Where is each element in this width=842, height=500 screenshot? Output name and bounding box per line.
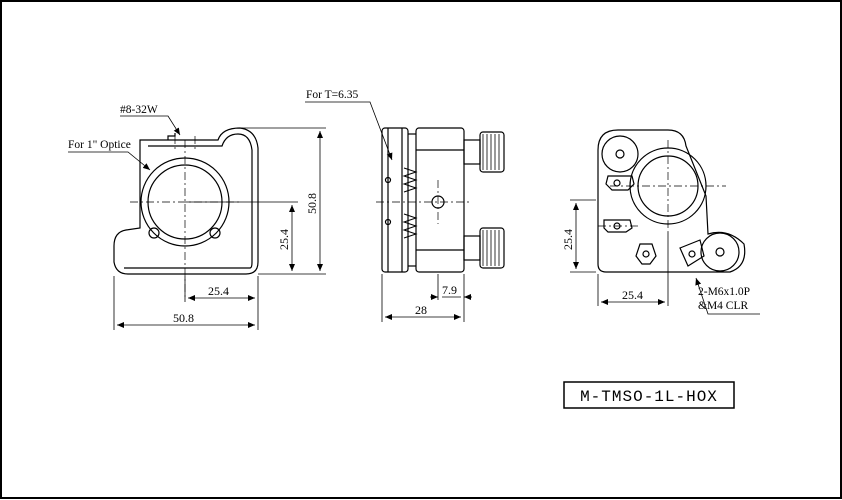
side-knob-knurl: [482, 134, 500, 266]
dim-side-depth-small: 7.9: [442, 283, 457, 297]
part-number-box: [563, 381, 735, 409]
dim-front-inner-width: 25.4: [208, 284, 229, 298]
dim-front-width: 50.8: [173, 311, 194, 325]
dim-side-depth: 28: [415, 303, 427, 317]
side-view: [381, 127, 505, 273]
thickness-label: For T=6.35: [306, 89, 359, 101]
front-view: [113, 127, 259, 275]
screws-label-line1: 2-M6x1.0P: [698, 286, 750, 298]
dim-back-height: 25.4: [561, 229, 575, 250]
front-centerlines: [130, 136, 240, 300]
optic-label: For 1" Optice: [68, 139, 131, 151]
side-centerlines: [376, 180, 470, 224]
back-knob-top: [601, 135, 639, 173]
back-dimension-lines: [570, 199, 760, 315]
side-dimension-lines: [305, 101, 472, 322]
front-hole-left: [148, 227, 160, 239]
part-number: M-TMSO-1L-HOX: [580, 388, 718, 406]
side-springs: [402, 167, 418, 239]
dim-front-inner-height: 25.4: [277, 229, 291, 250]
back-knob-bottom: [700, 232, 740, 272]
dim-back-width: 25.4: [622, 288, 643, 302]
front-hole-right: [209, 227, 221, 239]
front-dimension-lines: [68, 115, 326, 330]
screws-label-line2: &M4 CLR: [698, 300, 748, 312]
back-view: [597, 129, 746, 273]
back-centerlines: [598, 140, 726, 232]
dim-front-height: 50.8: [305, 193, 319, 214]
thread-label: #8-32W: [120, 104, 158, 116]
